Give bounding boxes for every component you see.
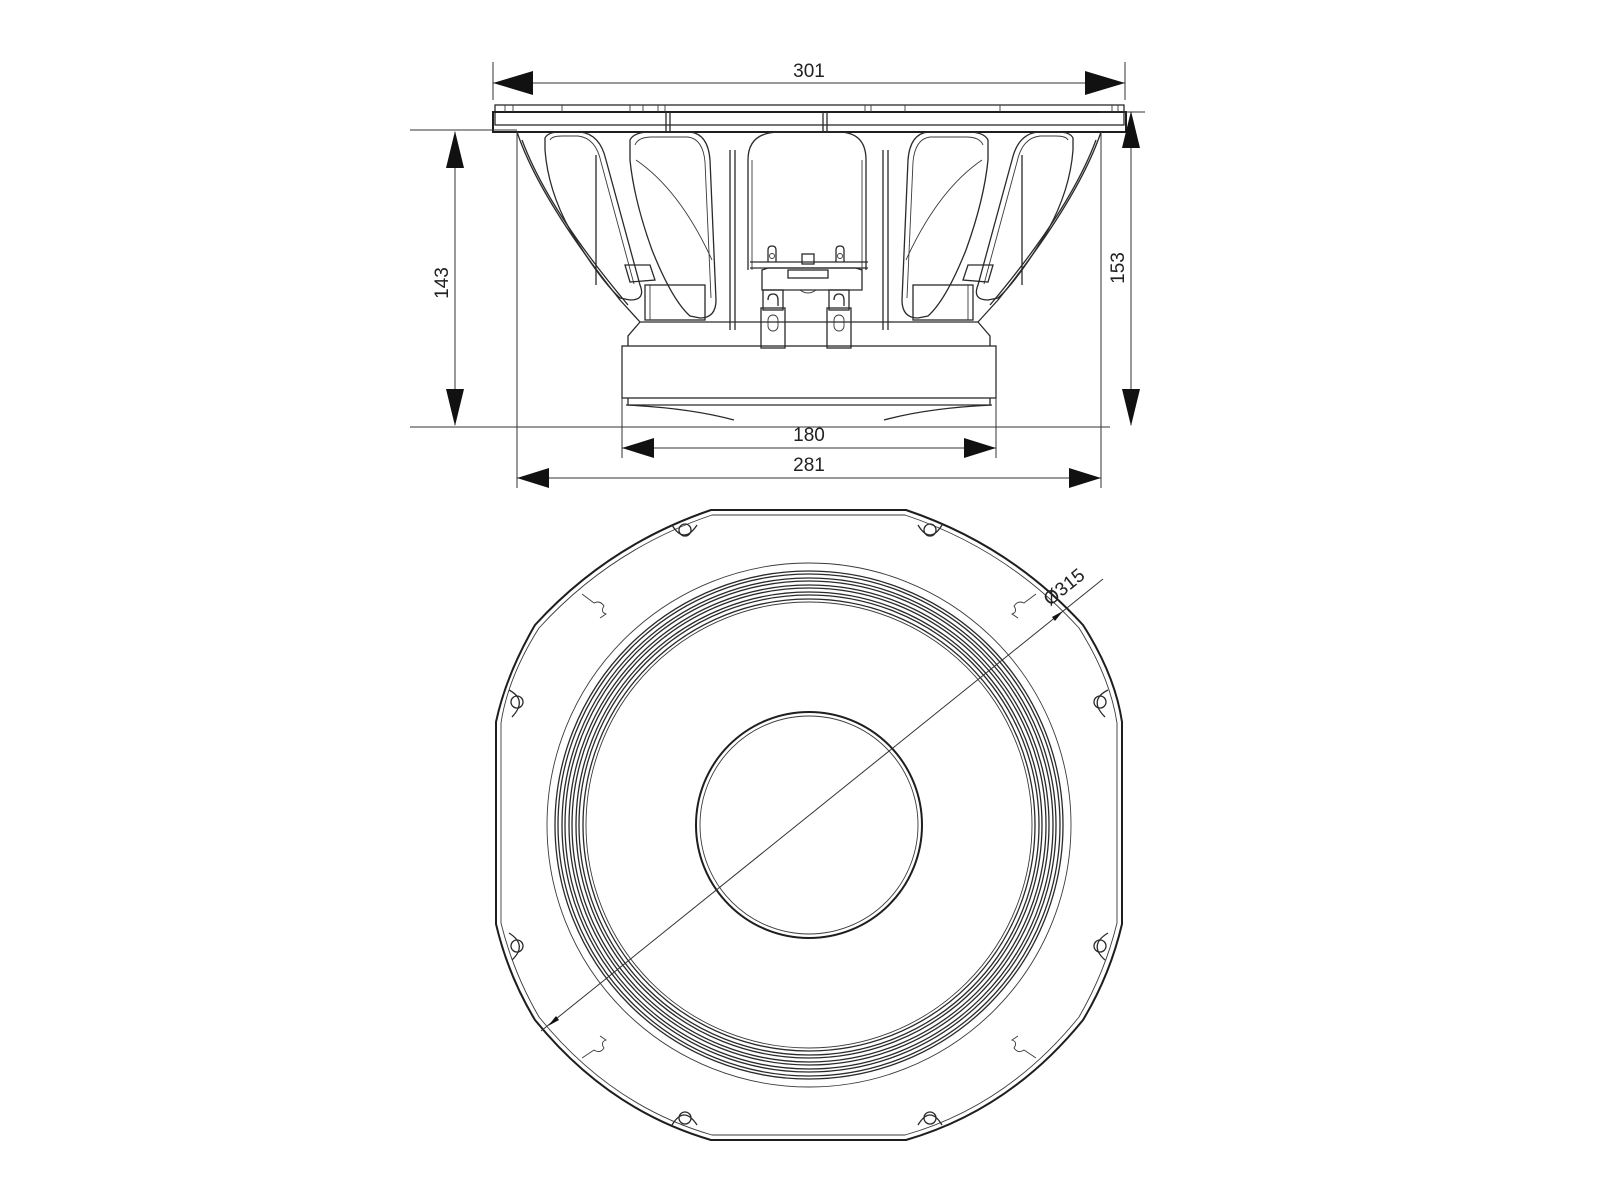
dimension-315: Ø315 (540, 565, 1104, 1032)
front-view: Ø315 (495, 509, 1123, 1141)
mounting-holes (508, 523, 1109, 1126)
terminal-block (750, 245, 868, 349)
dimension-label-315: Ø315 (1040, 565, 1089, 610)
dimension-label-180: 180 (793, 425, 825, 446)
mounting-flange (492, 104, 1127, 133)
mounting-hole (917, 523, 943, 537)
dust-cap (695, 711, 923, 939)
basket (516, 131, 1102, 330)
dimension-153: 153 (1108, 111, 1140, 426)
dimension-label-143: 143 (432, 267, 453, 299)
magnet-assembly (621, 321, 997, 421)
dimension-180: 180 (622, 425, 996, 458)
mounting-hole (671, 523, 698, 537)
dimension-label-281: 281 (793, 455, 825, 476)
mounting-hole (917, 1111, 943, 1126)
dimension-143: 143 (432, 131, 464, 426)
dimension-label-153: 153 (1108, 252, 1129, 284)
surround-rings (546, 562, 1072, 1088)
mounting-hole (508, 689, 524, 718)
mounting-hole (1093, 932, 1109, 961)
mounting-hole (1093, 689, 1109, 718)
dimension-281: 281 (517, 455, 1101, 488)
dimension-301: 301 (492, 61, 1126, 100)
alignment-notches (581, 593, 1037, 1059)
mounting-hole (508, 932, 524, 961)
frame-outline (495, 509, 1123, 1141)
mounting-hole (671, 1111, 698, 1126)
side-view: 301 (410, 61, 1145, 488)
dimension-label-301: 301 (793, 61, 825, 82)
